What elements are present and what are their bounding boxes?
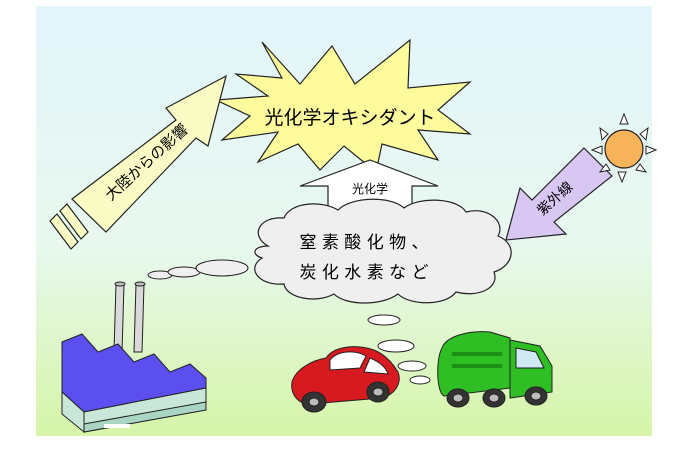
truck-icon (437, 331, 553, 408)
reaction-label-line1: 光化学 (352, 181, 388, 196)
smoke-puff (367, 314, 401, 326)
pollutants-line2: 炭 化 水 素 な ど (299, 263, 428, 283)
sun-icon (590, 112, 658, 184)
pollutant-cloud: 窒 素 酸 化 物 、 炭 化 水 素 な ど (254, 198, 512, 304)
smoke-puff (167, 266, 201, 278)
pollutants-line1: 窒 素 酸 化 物 、 (299, 233, 428, 253)
smoke-puff (397, 360, 427, 372)
oxidant-label: 光化学オキシダント (264, 107, 435, 129)
smoke-puff (377, 339, 415, 353)
car-icon (291, 346, 400, 413)
factory-icon (61, 281, 207, 434)
car-exhaust-puffs (367, 314, 431, 385)
smoke-puff (195, 259, 249, 277)
factory-smoke-puffs (147, 259, 249, 280)
smoke-puff (409, 375, 431, 385)
